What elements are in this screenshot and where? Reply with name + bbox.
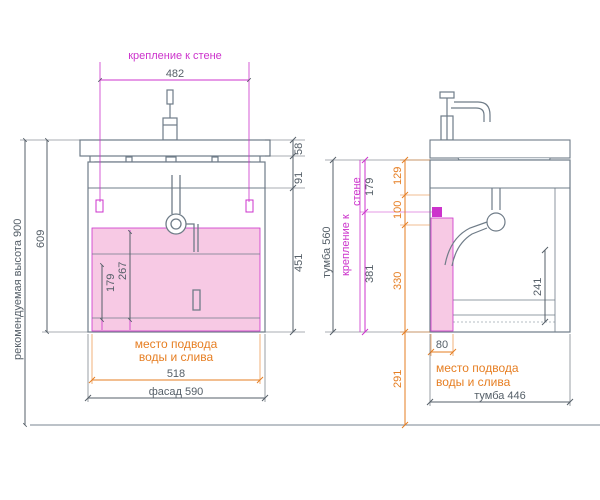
dim-facade: фасад 590	[84, 334, 269, 402]
wall-mount-label: крепление к стене	[128, 50, 222, 62]
dim-wall-mount-side: крепление к стене 179 381	[340, 156, 432, 336]
total-height-label: рекомендуемая высота 900	[12, 219, 24, 360]
drain-siphon-icon	[165, 175, 201, 311]
dim-wall-mount-front: крепление к стене 482	[97, 50, 252, 202]
dim-241-text: 241	[532, 278, 544, 296]
dim-241: 241	[532, 246, 549, 326]
mount-381: 381	[364, 265, 376, 283]
supply-label-side-1: место подвода	[436, 361, 519, 375]
dim-100: 100	[392, 201, 404, 219]
supply-zone-side	[430, 217, 454, 332]
supply-zone-side-dims: 80 место подвода воды и слива	[427, 334, 519, 389]
wall-mount-side-1: крепление к	[340, 214, 352, 276]
dim-91: 91	[293, 172, 305, 184]
front-view: крепление к стене 482 рекомендуемая высо…	[12, 50, 600, 428]
dim-330: 330	[392, 272, 404, 290]
dim-80: 80	[436, 339, 448, 351]
dim-451: 451	[293, 254, 305, 272]
supply-label-side-2: воды и слива	[436, 375, 511, 389]
dim-291: 291	[392, 370, 404, 388]
wall-mount-width: 482	[166, 68, 184, 80]
faucet-side-icon	[439, 91, 491, 141]
drain-siphon-side-icon	[444, 188, 506, 267]
height-267-front: 267	[117, 262, 129, 280]
dim-right-front: 58 91 451	[265, 136, 305, 336]
dim-cabinet-depth: тумба 446	[426, 334, 574, 406]
cabinet-depth-label: тумба 446	[474, 390, 526, 402]
cabinet-front	[87, 161, 266, 333]
height-609: 609	[35, 230, 47, 248]
cabinet-height-label: тумба 560	[321, 226, 333, 278]
dim-orange-side: 129 100 330 291	[392, 156, 430, 429]
dim-129: 129	[392, 167, 404, 185]
dim-total-height: рекомендуемая высота 900	[12, 137, 80, 428]
dim-58: 58	[293, 143, 305, 155]
mount-179: 179	[364, 178, 376, 196]
supply-label-front-1: место подвода	[135, 337, 218, 351]
supply-label-front-2: воды и слива	[139, 350, 214, 364]
supply-zone-front	[91, 227, 261, 332]
supply-zone-front-dims: место подвода воды и слива 518	[88, 334, 264, 384]
dim-609: 609	[35, 137, 88, 335]
wall-mount-side-2: стене	[351, 177, 363, 206]
supply-width-518: 518	[167, 368, 185, 380]
faucet-icon	[162, 89, 178, 141]
height-179-front: 179	[105, 274, 117, 292]
side-view: тумба 560 крепление к стене 179 381	[321, 91, 574, 429]
facade-label: фасад 590	[149, 386, 204, 398]
dim-179-267-front: 179 267	[99, 229, 133, 323]
